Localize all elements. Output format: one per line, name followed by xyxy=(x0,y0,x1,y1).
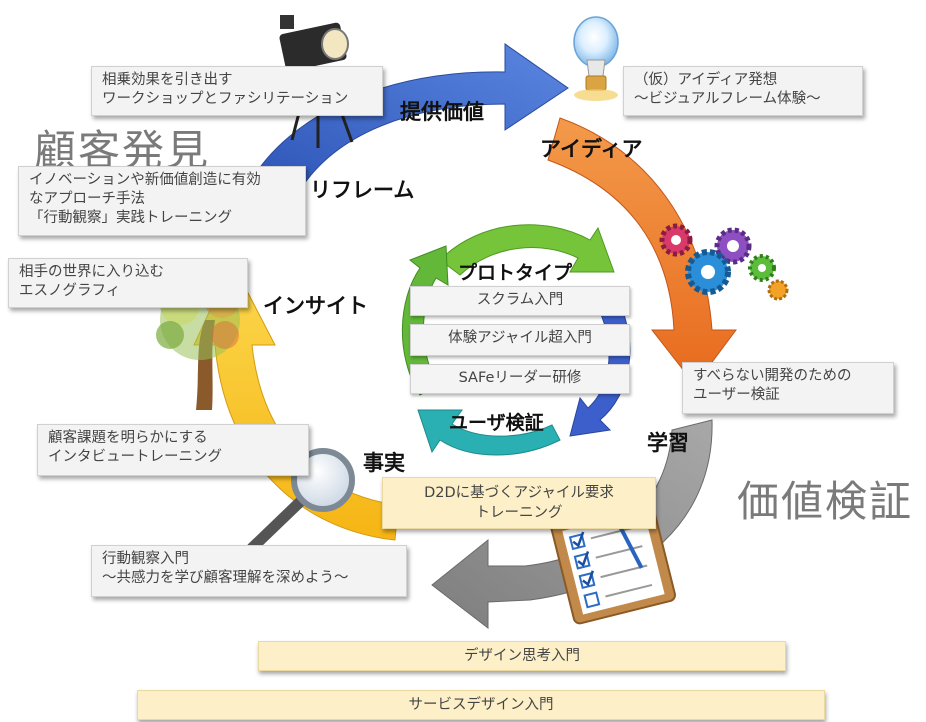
idea-label: アイディア xyxy=(540,137,643,161)
learning-label: 学習 xyxy=(647,431,689,455)
inner-green-arrow-top xyxy=(439,224,615,276)
user-validation-label: ユーザ検証 xyxy=(449,412,544,434)
insight-label: インサイト xyxy=(263,294,368,318)
callout-interview: 顧客課題を明らかにする インタビュートレーニング xyxy=(37,424,309,476)
fact-label: 事実 xyxy=(363,451,405,475)
course-scrum-intro: スクラム入門 xyxy=(410,286,630,316)
service-design-bar: サービスデザイン入門 xyxy=(137,690,825,720)
callout-observation-intro: 行動観察入門 ～共感力を学び顧客理解を深めよう～ xyxy=(91,545,407,597)
light-bulb-icon xyxy=(573,16,619,101)
gears-icon xyxy=(659,223,789,301)
course-agile-intro: 体験アジャイル超入門 xyxy=(410,324,630,356)
callout-synergy: 相乗効果を引き出す ワークショップとファシリテーション xyxy=(91,66,383,116)
provide-value-label: 提供価値 xyxy=(400,100,484,124)
course-safe-leader: SAFeリーダー研修 xyxy=(410,364,630,394)
design-thinking-bar: デザイン思考入門 xyxy=(258,641,786,671)
callout-ethnography: 相手の世界に入り込む エスノグラフィ xyxy=(8,258,248,308)
value-validation-label: 価値検証 xyxy=(737,477,914,526)
prototype-label: プロトタイプ xyxy=(458,262,573,284)
orange-arrow xyxy=(547,117,737,386)
callout-innovation: イノベーションや新価値創造に有効 なアプローチ手法 「行動観察」実践トレーニング xyxy=(18,166,306,236)
callout-d2d: D2Dに基づくアジャイル要求 トレーニング xyxy=(382,477,656,529)
callout-idea-course: （仮）アイディア発想 ～ビジュアルフレーム体験～ xyxy=(623,66,863,116)
callout-user-validation: すべらない開発のための ユーザー検証 xyxy=(682,362,894,414)
inner-teal-arrow-bottom xyxy=(417,409,561,456)
checklist-clipboard-icon xyxy=(550,498,676,625)
spotlight-icon xyxy=(279,15,354,148)
reframe-label: リフレーム xyxy=(310,178,415,202)
